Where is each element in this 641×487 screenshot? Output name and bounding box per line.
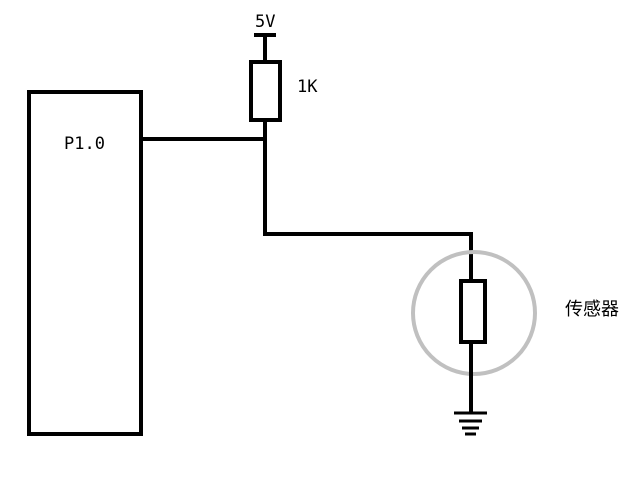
sensor-label: 传感器 [565, 299, 619, 320]
resistor-label: 1K [297, 77, 318, 97]
mcu-block [27, 90, 143, 436]
supply-label: 5V [255, 12, 275, 32]
mcu-pin-label: P1.0 [64, 134, 105, 154]
sensor-outline [411, 250, 537, 376]
sensor-resistor [459, 279, 487, 344]
pullup-resistor [249, 60, 282, 122]
ground-icon [454, 411, 487, 436]
